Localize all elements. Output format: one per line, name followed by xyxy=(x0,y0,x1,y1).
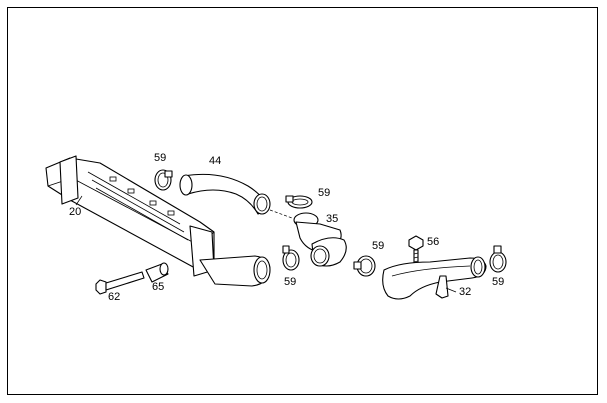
callout-59d: 59 xyxy=(372,240,384,252)
callout-62: 62 xyxy=(108,291,120,303)
hose-clamp-icon xyxy=(353,255,376,277)
hose-clamp-icon xyxy=(489,245,507,273)
spacer-sleeve-icon xyxy=(145,262,169,283)
hose-elbow-icon xyxy=(293,212,347,267)
hose-icon xyxy=(179,173,271,215)
intercooler-icon xyxy=(45,155,271,287)
callout-59a: 59 xyxy=(154,152,166,164)
callout-65: 65 xyxy=(152,281,164,293)
hose-clamp-icon xyxy=(285,195,313,209)
diagram-frame xyxy=(7,7,598,395)
callout-59c: 59 xyxy=(284,276,296,288)
callout-20: 20 xyxy=(69,206,81,218)
callout-32: 32 xyxy=(459,286,471,298)
callout-44: 44 xyxy=(209,155,221,167)
hose-clamp-icon xyxy=(154,169,173,191)
callout-35: 35 xyxy=(326,213,338,225)
callout-59e: 59 xyxy=(492,276,504,288)
callout-56: 56 xyxy=(427,236,439,248)
bolt-icon xyxy=(95,271,145,295)
hose-clamp-icon xyxy=(282,245,300,271)
callout-59b: 59 xyxy=(318,187,330,199)
charge-air-pipe-icon xyxy=(382,256,487,300)
